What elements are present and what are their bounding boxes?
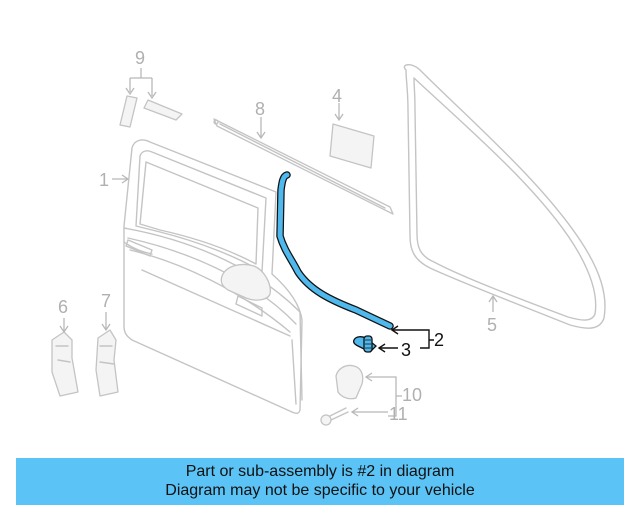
callout-10: 10 <box>402 385 422 405</box>
callout-1: 1 <box>99 170 109 190</box>
info-banner: Part or sub-assembly is #2 in diagram Di… <box>16 458 624 505</box>
part-10-cap <box>335 364 402 417</box>
part-6-pillar-trim <box>51 318 79 397</box>
part-7-pillar-trim <box>95 312 119 397</box>
callout-9: 9 <box>135 48 145 68</box>
part-11-screw <box>320 407 388 426</box>
callout-2: 2 <box>434 330 444 350</box>
callout-8: 8 <box>255 99 265 119</box>
callout-4: 4 <box>332 86 342 106</box>
callout-3: 3 <box>401 340 411 360</box>
callout-7: 7 <box>101 291 111 311</box>
banner-line-disclaimer: Diagram may not be specific to your vehi… <box>165 482 475 499</box>
part-9-trim-pieces <box>119 68 183 128</box>
callout-5: 5 <box>487 315 497 335</box>
part-5-door-opening-weatherstrip <box>403 64 606 329</box>
callout-2-3-leaders <box>377 325 434 353</box>
banner-line-part-info: Part or sub-assembly is #2 in diagram <box>185 463 455 480</box>
callout-11: 11 <box>389 404 408 424</box>
part-1-front-door <box>112 139 303 415</box>
part-2-door-seal-highlighted <box>276 171 394 330</box>
part-4-panel <box>329 103 375 169</box>
callout-6: 6 <box>58 297 68 317</box>
part-3-clip-highlighted <box>352 335 377 353</box>
part-8-belt-molding <box>213 117 394 215</box>
